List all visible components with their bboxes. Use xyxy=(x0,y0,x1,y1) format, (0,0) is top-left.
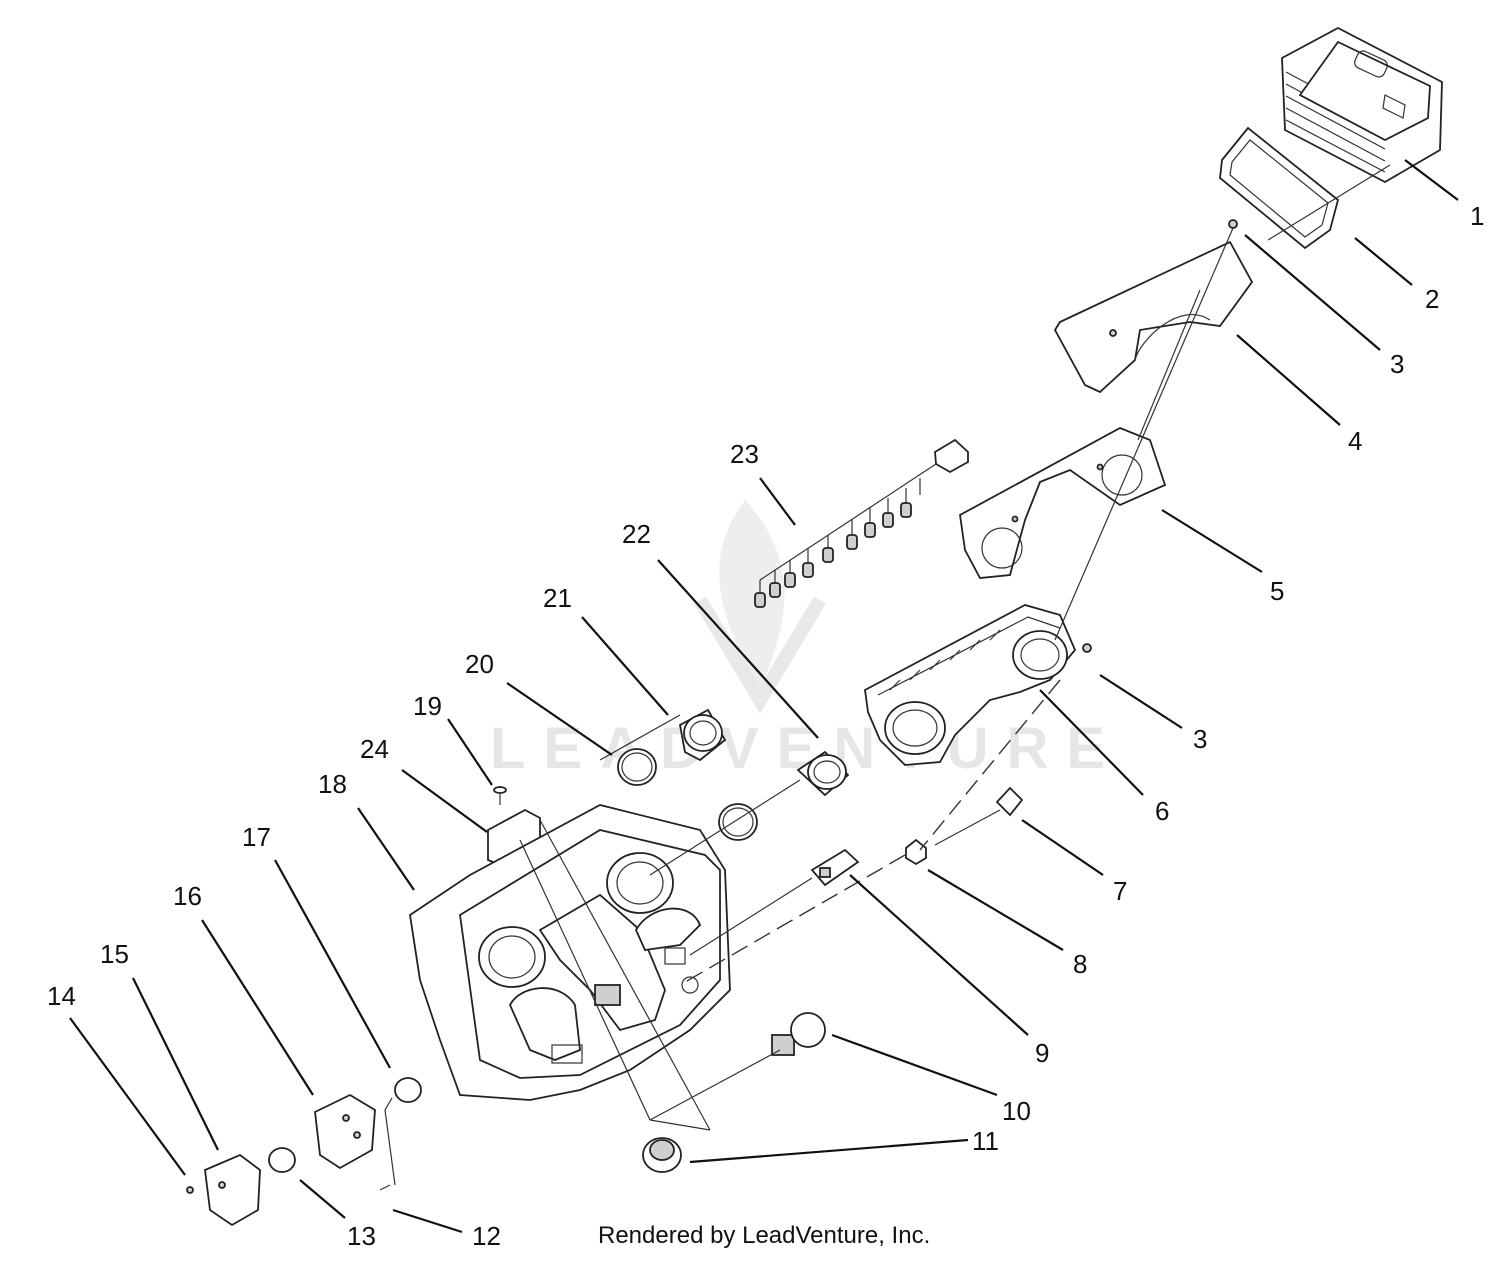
part-20-o-ring xyxy=(617,748,657,786)
callout-labels: 1 2 3 4 5 23 22 21 20 19 24 18 3 6 17 16… xyxy=(47,201,1484,1251)
callout-8: 8 xyxy=(1073,949,1087,979)
leader-lines xyxy=(69,159,1459,1234)
callout-22: 22 xyxy=(622,519,651,549)
part-3-screw-upper xyxy=(1228,219,1238,229)
callout-3-lower: 3 xyxy=(1193,724,1207,754)
callout-3-upper: 3 xyxy=(1390,349,1404,379)
callout-12: 12 xyxy=(472,1221,501,1251)
part-6-gauge-housing xyxy=(864,604,1077,766)
part-2-bezel xyxy=(1219,126,1340,250)
callout-7: 7 xyxy=(1113,876,1127,906)
callout-15: 15 xyxy=(100,939,129,969)
callout-9: 9 xyxy=(1035,1038,1049,1068)
part-5-gasket-panel xyxy=(959,427,1167,579)
callout-6: 6 xyxy=(1155,796,1169,826)
part-18-dash-panel xyxy=(409,804,731,1101)
callout-5: 5 xyxy=(1270,576,1284,606)
part-21-gauge xyxy=(678,708,727,762)
part-4-upper-plate xyxy=(1053,240,1254,394)
part-10-key-switch xyxy=(771,1012,826,1056)
part-15-lamp-housing xyxy=(204,1153,261,1227)
part-13-lens xyxy=(268,1147,296,1173)
part-23-wiring-harness xyxy=(754,438,969,608)
callout-13: 13 xyxy=(347,1221,376,1251)
part-14-screw xyxy=(186,1186,194,1194)
callout-23: 23 xyxy=(730,439,759,469)
callout-1: 1 xyxy=(1470,201,1484,231)
assembly-lines xyxy=(519,164,1391,1131)
callout-4: 4 xyxy=(1348,426,1362,456)
part-22-gauge xyxy=(796,750,850,797)
callout-10: 10 xyxy=(1002,1096,1031,1126)
callout-20: 20 xyxy=(465,649,494,679)
part-17-bulb xyxy=(384,1077,422,1186)
part-1-headlight-lens xyxy=(1281,26,1443,184)
callout-21: 21 xyxy=(543,583,572,613)
part-3-screw-lower xyxy=(1082,643,1092,653)
callout-2: 2 xyxy=(1425,284,1439,314)
part-11-knob xyxy=(642,1137,682,1173)
part-9-switch xyxy=(810,848,860,887)
part-16-socket-bracket xyxy=(314,1093,376,1170)
callout-17: 17 xyxy=(242,822,271,852)
watermark-flame-icon xyxy=(719,500,785,690)
callout-19: 19 xyxy=(413,691,442,721)
part-12-screw xyxy=(379,1184,391,1191)
part-20-o-ring-b xyxy=(718,803,758,841)
part-7-clip xyxy=(995,786,1024,817)
callout-24: 24 xyxy=(360,734,389,764)
part-8-nut xyxy=(905,838,927,866)
part-19-screw xyxy=(493,786,507,805)
callout-11: 11 xyxy=(972,1126,999,1156)
callout-18: 18 xyxy=(318,769,347,799)
render-credit: Rendered by LeadVenture, Inc. xyxy=(598,1222,931,1249)
callout-14: 14 xyxy=(47,981,76,1011)
callout-16: 16 xyxy=(173,881,202,911)
